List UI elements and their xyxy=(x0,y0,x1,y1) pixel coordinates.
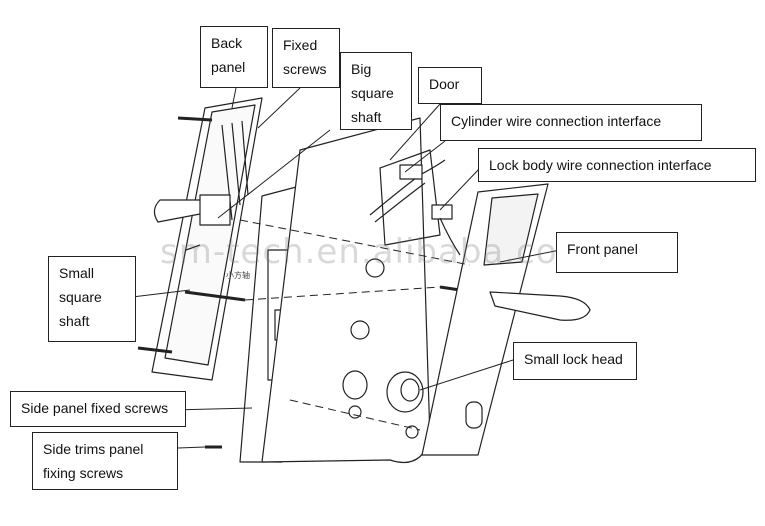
front-panel-drawing xyxy=(421,183,591,456)
label-small-lock-head: Small lock head xyxy=(513,342,637,380)
label-side-trims-screws: Side trims panel fixing screws xyxy=(32,432,178,490)
label-cylinder-wire: Cylinder wire connection interface xyxy=(440,104,702,141)
guide-lines xyxy=(239,219,471,431)
label-side-panel-fixed-screws: Side panel fixed screws xyxy=(10,391,186,427)
label-fixed-screws: Fixed screws xyxy=(272,28,340,88)
label-door: Door xyxy=(418,67,482,104)
label-front-panel: Front panel xyxy=(556,232,678,273)
label-back-panel: Back panel xyxy=(200,26,268,88)
label-big-square-shaft: Big square shaft xyxy=(340,52,412,130)
wire-harness-drawing xyxy=(369,159,461,256)
leader-lines xyxy=(107,87,561,449)
door-drawing xyxy=(261,117,441,464)
watermark: sm-tech.en.alibaba.com xyxy=(160,232,592,272)
shaft-label-cn: 小方轴 xyxy=(226,271,250,280)
small-square-shaft-drawing xyxy=(184,290,246,302)
back-panel-drawing xyxy=(151,97,263,381)
small-lock-head-drawing xyxy=(386,371,424,413)
label-lock-body-wire: Lock body wire connection interface xyxy=(478,148,756,182)
label-small-square-shaft: Small square shaft xyxy=(48,256,136,342)
